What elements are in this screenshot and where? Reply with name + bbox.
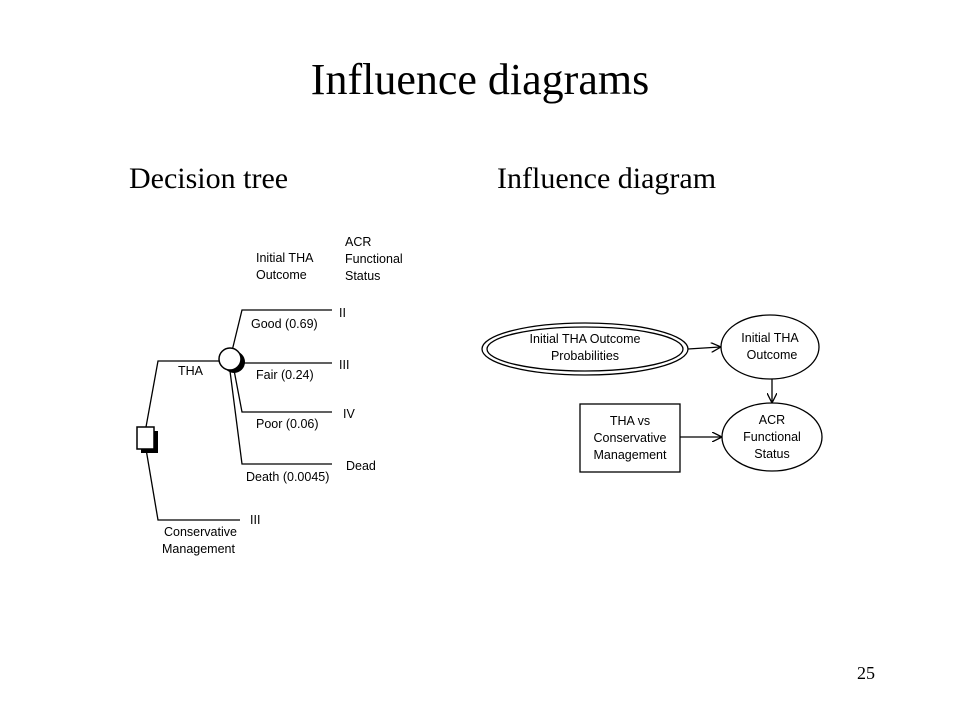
influence-diagram-heading: Influence diagram (497, 162, 717, 195)
good-status: II (339, 306, 346, 320)
outcome-header-line-3: Status (345, 269, 380, 283)
conservative-label-line-2: Management (162, 542, 235, 556)
status-node (721, 402, 823, 472)
status-node-line-3: Status (754, 447, 789, 461)
influence-diagram: Initial THA Outcome Probabilities Initia… (481, 314, 823, 473)
decision-node (136, 426, 155, 450)
tha-branch-line (145, 360, 222, 428)
chance-header-line-1: Initial THA (256, 251, 314, 265)
arrow-probabilities-to-outcome (687, 347, 720, 349)
poor-status: IV (343, 407, 355, 421)
slide-title: Influence diagrams (310, 55, 650, 104)
page-number: 25 (857, 663, 875, 683)
outcome-header-line-2: Functional (345, 252, 403, 266)
chance-header-line-2: Outcome (256, 268, 307, 282)
conservative-label-line-1: Conservative (164, 525, 237, 539)
conservative-status: III (250, 513, 260, 527)
status-node-line-1: ACR (759, 413, 785, 427)
death-status: Dead (346, 459, 376, 473)
good-label: Good (0.69) (251, 317, 318, 331)
outcome-node (720, 314, 820, 380)
decision-box-line-3: Management (594, 448, 667, 462)
decision-box-line-2: Conservative (594, 431, 667, 445)
decision-box (579, 403, 681, 473)
fair-label: Fair (0.24) (256, 368, 314, 382)
poor-label: Poor (0.06) (256, 417, 319, 431)
decision-tree: Initial THA Outcome ACR Functional Statu… (136, 235, 403, 556)
probabilities-line-2: Probabilities (551, 349, 619, 363)
outcome-header-line-1: ACR (345, 235, 371, 249)
conservative-branch-line (145, 448, 240, 521)
death-branch-line (229, 370, 332, 465)
fair-status: III (339, 358, 349, 372)
decision-box-line-1: THA vs (610, 414, 650, 428)
tha-branch-label: THA (178, 364, 204, 378)
status-node-line-2: Functional (743, 430, 801, 444)
death-label: Death (0.0045) (246, 470, 329, 484)
good-branch-line (231, 309, 332, 352)
decision-tree-heading: Decision tree (129, 162, 289, 195)
outcome-node-line-1: Initial THA (741, 331, 799, 345)
probabilities-node (486, 326, 684, 372)
outcome-node-line-2: Outcome (747, 348, 798, 362)
poor-branch-line (233, 369, 332, 413)
chance-node (218, 347, 242, 371)
probabilities-line-1: Initial THA Outcome (530, 332, 641, 346)
